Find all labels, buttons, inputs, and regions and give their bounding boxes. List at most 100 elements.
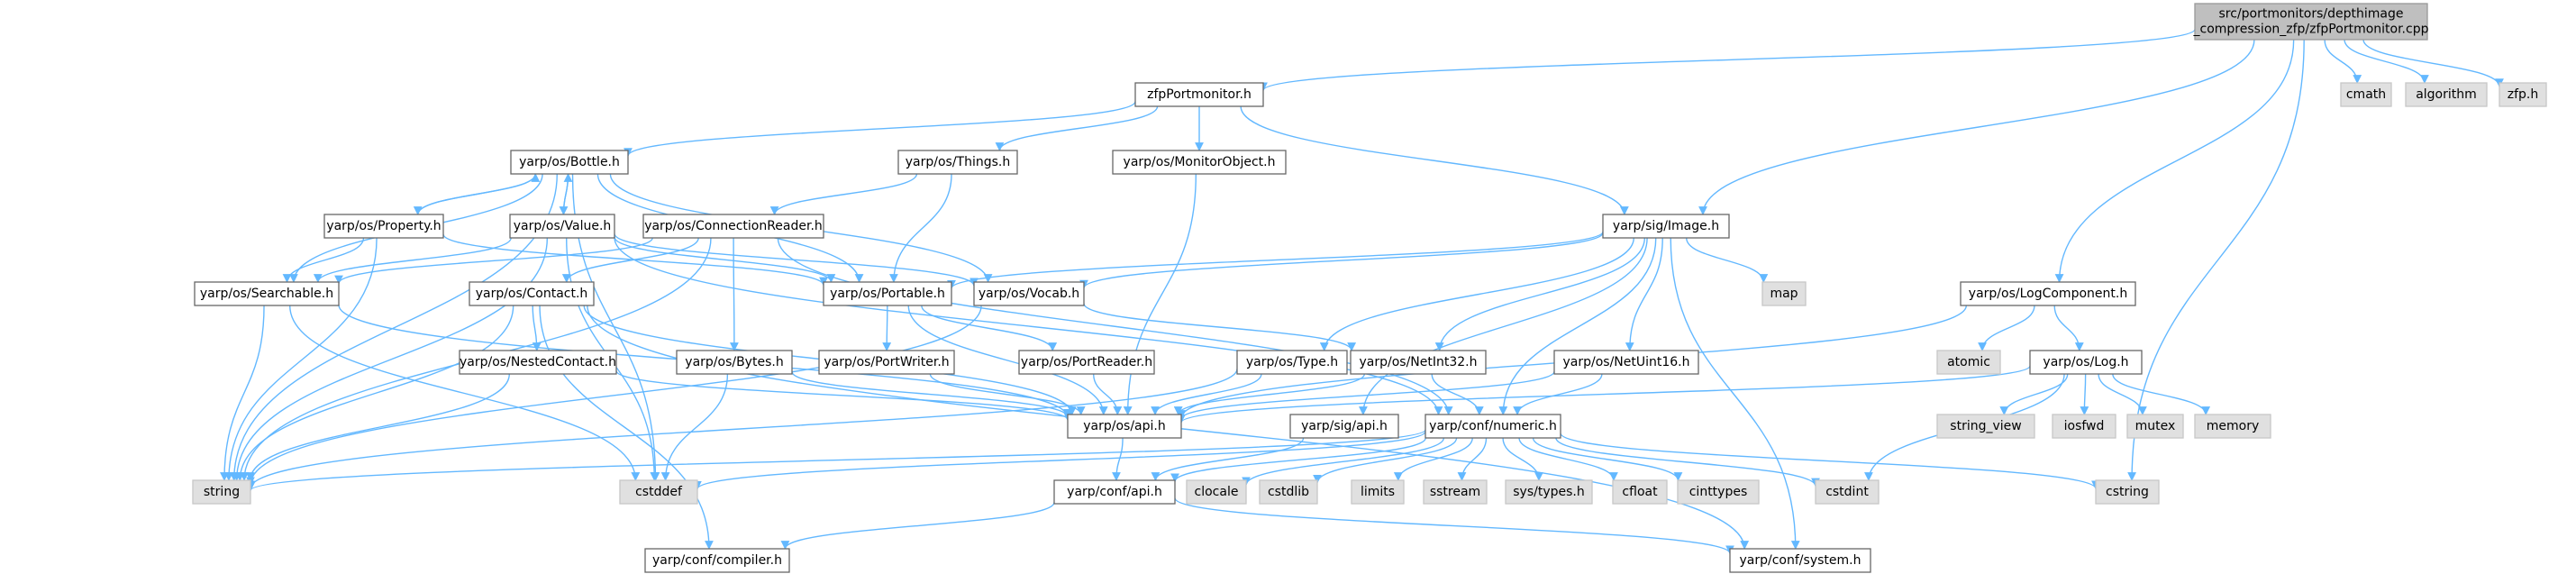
node-zfpPortmonitor[interactable]: zfpPortmonitor.h xyxy=(1134,82,1264,107)
node-label: yarp/os/NetInt32.h xyxy=(1359,355,1477,369)
edge-value-to-bottle xyxy=(562,173,573,215)
edge-numeric-to-cstring xyxy=(1560,433,2100,490)
node-box xyxy=(1612,479,1668,505)
node-label: clocale xyxy=(1195,485,1239,499)
node-searchable[interactable]: yarp/os/Searchable.h xyxy=(194,281,340,306)
node-log[interactable]: yarp/os/Log.h xyxy=(2029,350,2143,375)
node-cstddef: cstddef xyxy=(619,479,698,505)
node-value[interactable]: yarp/os/Value.h xyxy=(509,214,615,239)
node-box xyxy=(1936,350,2001,375)
node-box xyxy=(823,281,952,306)
edge-image-to-netuint16 xyxy=(1625,237,1663,351)
node-property[interactable]: yarp/os/Property.h xyxy=(323,214,444,239)
node-label: yarp/os/Things.h xyxy=(906,155,1011,169)
node-box xyxy=(469,281,595,306)
edge-netint32-to-osapi xyxy=(1173,373,1366,415)
node-numeric[interactable]: yarp/conf/numeric.h xyxy=(1425,414,1561,439)
edge-numeric-to-cstdint xyxy=(1555,437,1820,487)
node-box xyxy=(1289,414,1399,439)
node-things[interactable]: yarp/os/Things.h xyxy=(897,150,1018,175)
edge-log-to-iosfwd xyxy=(2080,373,2089,415)
node-portwriter[interactable]: yarp/os/PortWriter.h xyxy=(818,350,955,375)
edge-root-to-logcomponent xyxy=(2054,39,2295,283)
edge-log-to-memory xyxy=(2112,373,2211,415)
node-box xyxy=(642,214,824,239)
node-label: yarp/os/api.h xyxy=(1083,419,1165,433)
node-vocab[interactable]: yarp/os/Vocab.h xyxy=(973,281,1085,306)
node-label: sys/types.h xyxy=(1513,485,1584,499)
dependency-edges xyxy=(220,28,2504,555)
node-box xyxy=(194,281,340,306)
node-sigapi[interactable]: yarp/sig/api.h xyxy=(1289,414,1399,439)
node-label: memory xyxy=(2207,419,2260,433)
edge-image-to-sigapi xyxy=(1359,237,1648,415)
edge-netuint16-to-numeric xyxy=(1513,373,1603,415)
node-bottle[interactable]: yarp/os/Bottle.h xyxy=(510,150,629,175)
edge-sigapi-to-confapi xyxy=(1151,437,1305,481)
node-portable[interactable]: yarp/os/Portable.h xyxy=(823,281,952,306)
node-label: yarp/os/Portable.h xyxy=(830,287,945,301)
node-box xyxy=(323,214,444,239)
node-zfph: zfp.h xyxy=(2499,82,2547,107)
node-connreader[interactable]: yarp/os/ConnectionReader.h xyxy=(642,214,824,239)
node-label: limits xyxy=(1361,485,1395,499)
node-box xyxy=(973,281,1085,306)
edge-nestedcontact-to-osapi xyxy=(615,369,1072,422)
node-label: cmath xyxy=(2346,87,2386,102)
edge-numeric-to-systypes xyxy=(1502,437,1543,481)
node-box xyxy=(1134,82,1264,107)
node-label: cstdint xyxy=(1825,485,1869,499)
node-box xyxy=(1236,350,1348,375)
node-label: algorithm xyxy=(2416,87,2477,102)
edge-monitorobject-to-osapi xyxy=(1123,173,1197,415)
node-label: _compression_zfp/zfpPortmonitor.cpp xyxy=(2193,23,2429,37)
node-netuint16[interactable]: yarp/os/NetUint16.h xyxy=(1553,350,1699,375)
edge-connreader-to-searchable xyxy=(334,237,653,285)
edge-root-to-zfph xyxy=(2362,39,2504,88)
edge-portwriter-to-osapi xyxy=(929,373,1086,415)
node-memory: memory xyxy=(2194,414,2271,439)
node-box xyxy=(1350,350,1487,375)
edge-zfpPortmonitor-to-image xyxy=(1240,105,1629,215)
edge-osapi-to-confapi xyxy=(1112,437,1124,481)
node-label: cstdlib xyxy=(1268,485,1309,499)
node-bytes[interactable]: yarp/os/Bytes.h xyxy=(676,350,793,375)
node-box xyxy=(1112,150,1287,175)
node-monitorobject[interactable]: yarp/os/MonitorObject.h xyxy=(1112,150,1287,175)
edge-connreader-to-contact xyxy=(561,237,699,283)
edge-value-to-portable xyxy=(614,236,836,283)
node-osapi[interactable]: yarp/os/api.h xyxy=(1067,414,1182,439)
edge-root-to-algorithm xyxy=(2344,39,2429,84)
node-label: cstring xyxy=(2106,485,2149,499)
node-label: yarp/os/ConnectionReader.h xyxy=(644,219,823,233)
node-box xyxy=(2029,350,2143,375)
node-confapi[interactable]: yarp/conf/api.h xyxy=(1053,479,1176,505)
node-type[interactable]: yarp/os/Type.h xyxy=(1236,350,1348,375)
node-system[interactable]: yarp/conf/system.h xyxy=(1729,548,1871,573)
node-box xyxy=(1602,214,1730,239)
node-image[interactable]: yarp/sig/Image.h xyxy=(1602,214,1730,239)
node-label: yarp/conf/api.h xyxy=(1067,485,1162,499)
edge-netuint16-to-osapi xyxy=(1177,370,1555,420)
node-cmath: cmath xyxy=(2340,82,2392,107)
node-cstdlib: cstdlib xyxy=(1259,479,1318,505)
edge-zfpPortmonitor-to-bottle xyxy=(624,101,1136,158)
node-label: iosfwd xyxy=(2064,419,2105,433)
node-netint32[interactable]: yarp/os/NetInt32.h xyxy=(1350,350,1487,375)
node-nestedcontact[interactable]: yarp/os/NestedContact.h xyxy=(459,350,617,375)
node-logcomponent[interactable]: yarp/os/LogComponent.h xyxy=(1960,281,2136,306)
node-limits: limits xyxy=(1351,479,1405,505)
edge-numeric-to-cinttypes xyxy=(1532,437,1683,481)
edge-zfpPortmonitor-to-things xyxy=(995,105,1159,151)
dependency-nodes: src/portmonitors/depthimage_compression_… xyxy=(192,3,2547,573)
node-contact[interactable]: yarp/os/Contact.h xyxy=(469,281,595,306)
node-cstdint: cstdint xyxy=(1815,479,1880,505)
node-compiler[interactable]: yarp/conf/compiler.h xyxy=(644,548,790,573)
node-portreader[interactable]: yarp/os/PortReader.h xyxy=(1018,350,1155,375)
node-root[interactable]: src/portmonitors/depthimage_compression_… xyxy=(2193,3,2429,41)
node-map: map xyxy=(1761,281,1807,306)
node-sstream: sstream xyxy=(1423,479,1488,505)
node-cinttypes: cinttypes xyxy=(1677,479,1760,505)
node-box xyxy=(1553,350,1699,375)
